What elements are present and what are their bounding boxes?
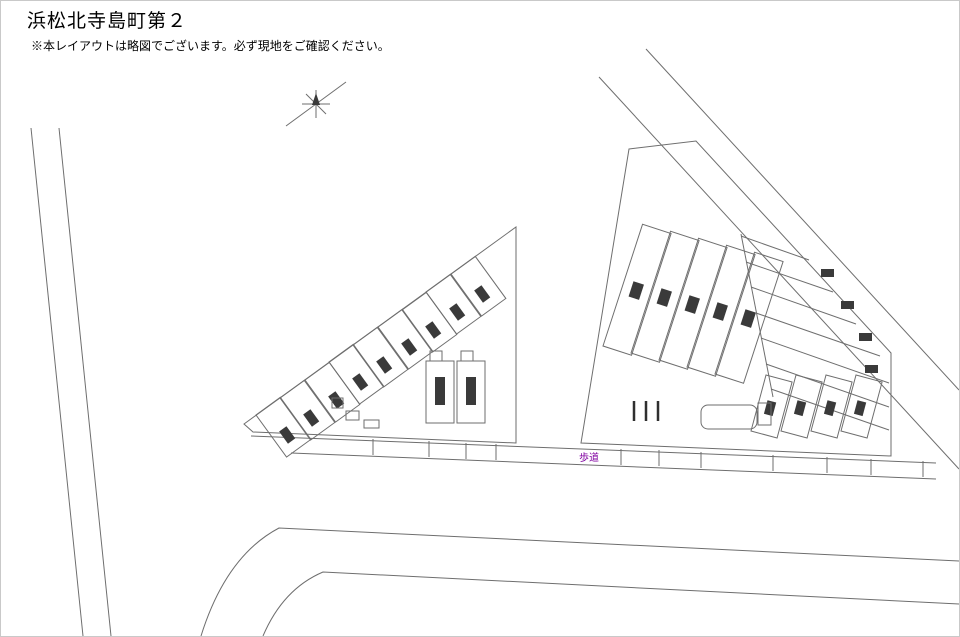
- utility-box: [757, 402, 772, 426]
- parking-slot: [686, 244, 756, 377]
- sidewalk-label: 歩道: [579, 451, 599, 464]
- parking-slot: [602, 223, 672, 356]
- left-parcel: [243, 226, 517, 458]
- parking-slot: [328, 343, 385, 405]
- equipment-boxes: [331, 397, 380, 429]
- upper-right-road: [598, 48, 959, 470]
- sign-box: [460, 350, 474, 362]
- parking-slot: [780, 374, 823, 439]
- north-star-icon: [285, 81, 347, 127]
- parking-slot: [840, 374, 883, 439]
- parking-slot: [714, 251, 784, 384]
- parking-slot: [810, 374, 853, 439]
- left-road: [30, 127, 112, 636]
- parking-slot: [279, 379, 336, 441]
- parking-slot: [658, 237, 728, 370]
- parking-slot: [377, 308, 434, 370]
- disclaimer-note: ※本レイアウトは略図でございます。必ず現地をご確認ください。: [31, 39, 390, 53]
- page-title: 浜松北寺島町第２: [27, 11, 188, 32]
- micro-annotations: [632, 401, 660, 421]
- parking-slot: [750, 374, 793, 439]
- parking-slot: [630, 230, 700, 363]
- parking-slot: [425, 273, 482, 335]
- sign-box: [429, 350, 443, 362]
- left-parcel-outline: [243, 226, 517, 444]
- vertical-parking-slots: [425, 350, 486, 424]
- right-parcel-outline: [580, 140, 892, 457]
- parking-slot: [450, 255, 507, 317]
- parking-slot: [255, 396, 312, 458]
- south-parking-slots: [750, 374, 883, 439]
- car-outline: [700, 404, 758, 430]
- parking-slot: [352, 326, 409, 388]
- angled-parking-slots: [255, 255, 507, 458]
- fan-parking-slots: [602, 223, 784, 384]
- bottom-road: [200, 527, 959, 636]
- east-parking-slots: [740, 233, 890, 431]
- page-header: 浜松北寺島町第２ ※本レイアウトは略図でございます。必ず現地をご確認ください。: [27, 6, 390, 54]
- right-parcel: [580, 140, 892, 457]
- sidewalk: 歩道: [250, 435, 937, 480]
